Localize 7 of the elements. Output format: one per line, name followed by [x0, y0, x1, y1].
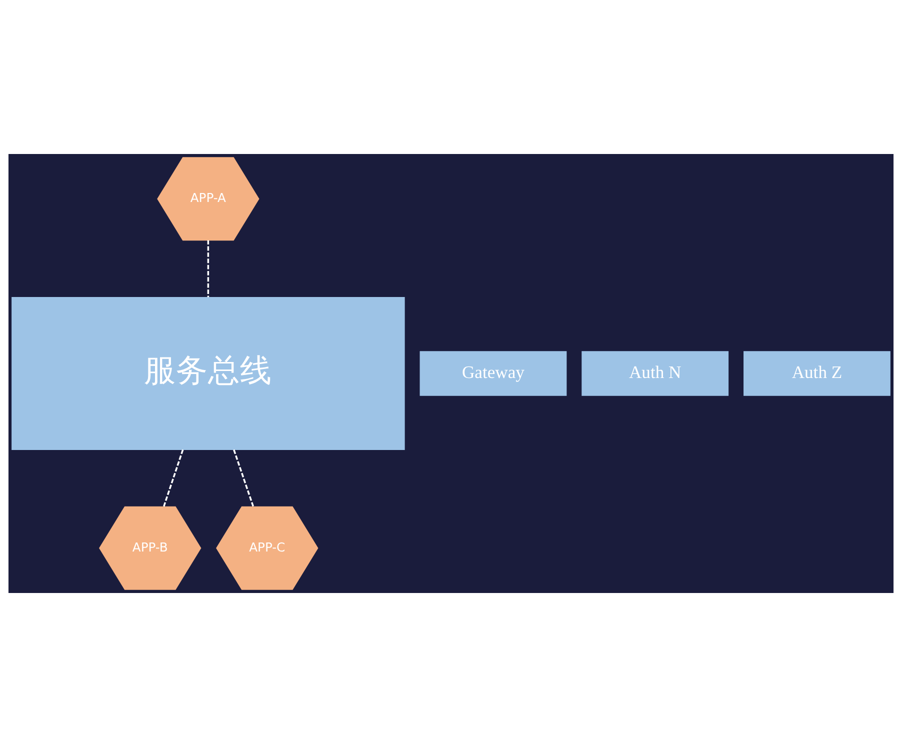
node-box: 服务总线 — [12, 296, 405, 450]
connector — [162, 448, 184, 506]
connector — [207, 240, 210, 297]
node-box: Auth Z — [744, 350, 890, 396]
node-box: Auth N — [582, 350, 729, 396]
node-box: Gateway — [420, 350, 567, 396]
connector — [233, 448, 254, 506]
